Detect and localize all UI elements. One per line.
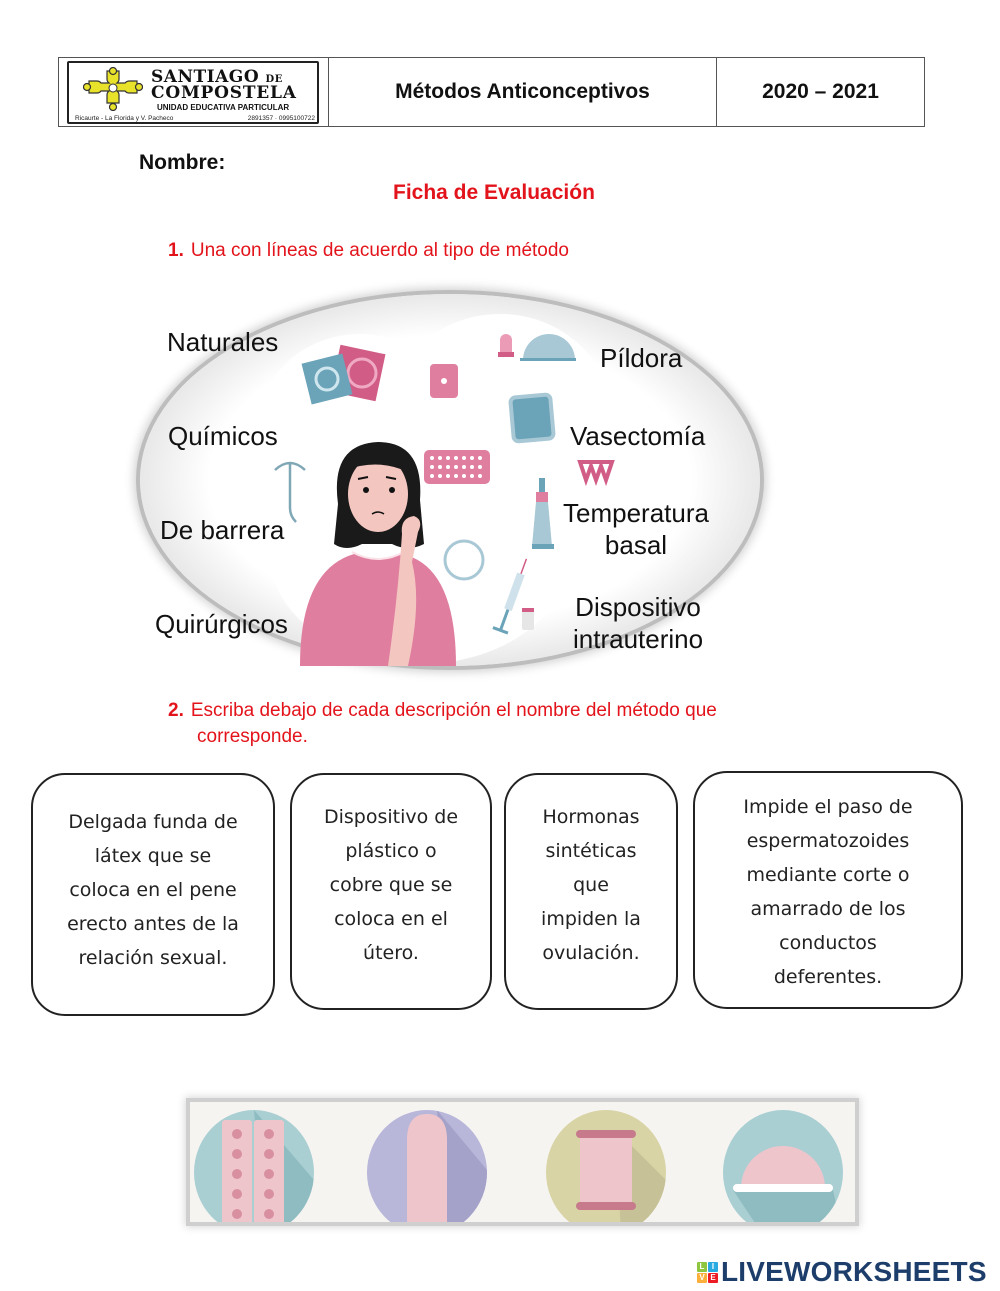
- name-label: Nombre:: [139, 151, 226, 174]
- label-temperatura-line2: basal: [604, 530, 668, 560]
- label-pildora[interactable]: Píldora: [600, 343, 683, 373]
- description-card-3[interactable]: Hormonas sintéticas que impiden la ovula…: [504, 773, 678, 1010]
- description-card-1[interactable]: Delgada funda de látex que se coloca en …: [31, 773, 275, 1016]
- block-e: E: [708, 1272, 718, 1283]
- description-card-2[interactable]: Dispositivo de plástico o cobre que se c…: [290, 773, 492, 1010]
- header-table: SANTIAGO DE COMPOSTELA UNIDAD EDUCATIVA …: [58, 57, 925, 127]
- question-1-prompt: 1. Una con líneas de acuerdo al tipo de m…: [168, 240, 569, 262]
- school-year: 2020 – 2021: [762, 80, 879, 103]
- contraceptives-illustration: [274, 334, 615, 666]
- vial-icon: [522, 610, 534, 630]
- label-dispositivo-intrauterino[interactable]: Dispositivo intrauterino: [573, 591, 703, 655]
- liveworksheets-brand: LIVEWORKSHEETS: [721, 1256, 987, 1287]
- condom-packet-icon: [301, 344, 386, 405]
- block-i: I: [708, 1261, 718, 1272]
- school-phones: 2891357 · 0995100722: [247, 115, 315, 122]
- block-v: V: [697, 1272, 707, 1283]
- label-naturales[interactable]: Naturales: [167, 327, 279, 357]
- school-name-santiago: SANTIAGO: [151, 67, 260, 87]
- patch-icon[interactable]: [546, 1110, 666, 1222]
- school-address: Ricaurte - La Florida y V. Pacheco: [75, 115, 174, 122]
- cloud-shape: [440, 414, 580, 614]
- label-quimicos[interactable]: Químicos: [168, 421, 278, 451]
- school-contact: Ricaurte - La Florida y V. Pacheco 28913…: [75, 115, 315, 122]
- school-subtitle: UNIDAD EDUCATIVA PARTICULAR: [157, 103, 290, 112]
- school-name-line2: COMPOSTELA: [151, 83, 297, 103]
- live-blocks-icon: L I V E: [697, 1261, 718, 1283]
- question-2-text-line2: corresponde.: [197, 726, 308, 747]
- block-l: L: [697, 1261, 707, 1272]
- description-card-4[interactable]: Impide el paso de espermatozoides median…: [693, 771, 963, 1009]
- school-name-de: DE: [265, 74, 283, 85]
- question-2-number: 2.: [168, 700, 184, 721]
- question-2-text-line1: Escriba debajo de cada descripción el no…: [190, 700, 717, 721]
- label-de-barrera[interactable]: De barrera: [160, 515, 285, 545]
- worksheet-title: Ficha de Evaluación: [393, 181, 595, 204]
- woman-thinking-illustration: [300, 442, 456, 666]
- diaphragm-icon[interactable]: [723, 1110, 843, 1222]
- condom-icon[interactable]: [367, 1110, 487, 1222]
- cross-icon: [83, 67, 143, 111]
- liveworksheets-logo[interactable]: L I V E LIVEWORKSHEETS: [697, 1256, 987, 1288]
- suppository-icon: [577, 460, 615, 487]
- label-quirurgicos[interactable]: Quirúrgicos: [155, 609, 288, 639]
- school-name-line1: SANTIAGO DE: [151, 67, 283, 87]
- description-card-1-text: Delgada funda de látex que se coloca en …: [67, 811, 239, 969]
- diaphragm-icon: [523, 334, 575, 360]
- cap-icon: [500, 334, 512, 354]
- question-1-number: 1.: [168, 240, 184, 261]
- document-title: Métodos Anticonceptivos: [329, 58, 717, 126]
- label-vasectomia[interactable]: Vasectomía: [570, 421, 706, 451]
- vaginal-ring-icon: [443, 539, 485, 581]
- description-card-2-text: Dispositivo de plástico o cobre que se c…: [323, 806, 459, 964]
- label-temperatura-line1: Temperatura: [563, 498, 709, 528]
- school-logo-cell: SANTIAGO DE COMPOSTELA UNIDAD EDUCATIVA …: [59, 58, 329, 126]
- gel-tube-icon: [539, 478, 545, 492]
- label-temperatura-basal[interactable]: Temperatura basal: [563, 497, 709, 561]
- label-diu-line1: Dispositivo: [575, 592, 701, 622]
- syringe-icon: [492, 558, 528, 635]
- label-diu-line2: intrauterino: [573, 624, 704, 654]
- school-logo: SANTIAGO DE COMPOSTELA UNIDAD EDUCATIVA …: [67, 61, 319, 124]
- answer-image-strip: [190, 1102, 855, 1222]
- description-card-3-text: Hormonas sintéticas que impiden la ovula…: [541, 806, 641, 964]
- description-card-4-text: Impide el paso de espermatozoides median…: [743, 796, 913, 988]
- iud-icon: [274, 461, 306, 523]
- implant-box-icon: [508, 392, 556, 444]
- question-1-text: Una con líneas de acuerdo al tipo de mét…: [190, 240, 570, 261]
- question-2-prompt: 2. Escriba debajo de cada descripción el …: [168, 698, 868, 750]
- pill-pack-icon[interactable]: [194, 1110, 314, 1222]
- matching-illustration: Naturales Químicos De barrera Quirúrgico…: [140, 294, 760, 666]
